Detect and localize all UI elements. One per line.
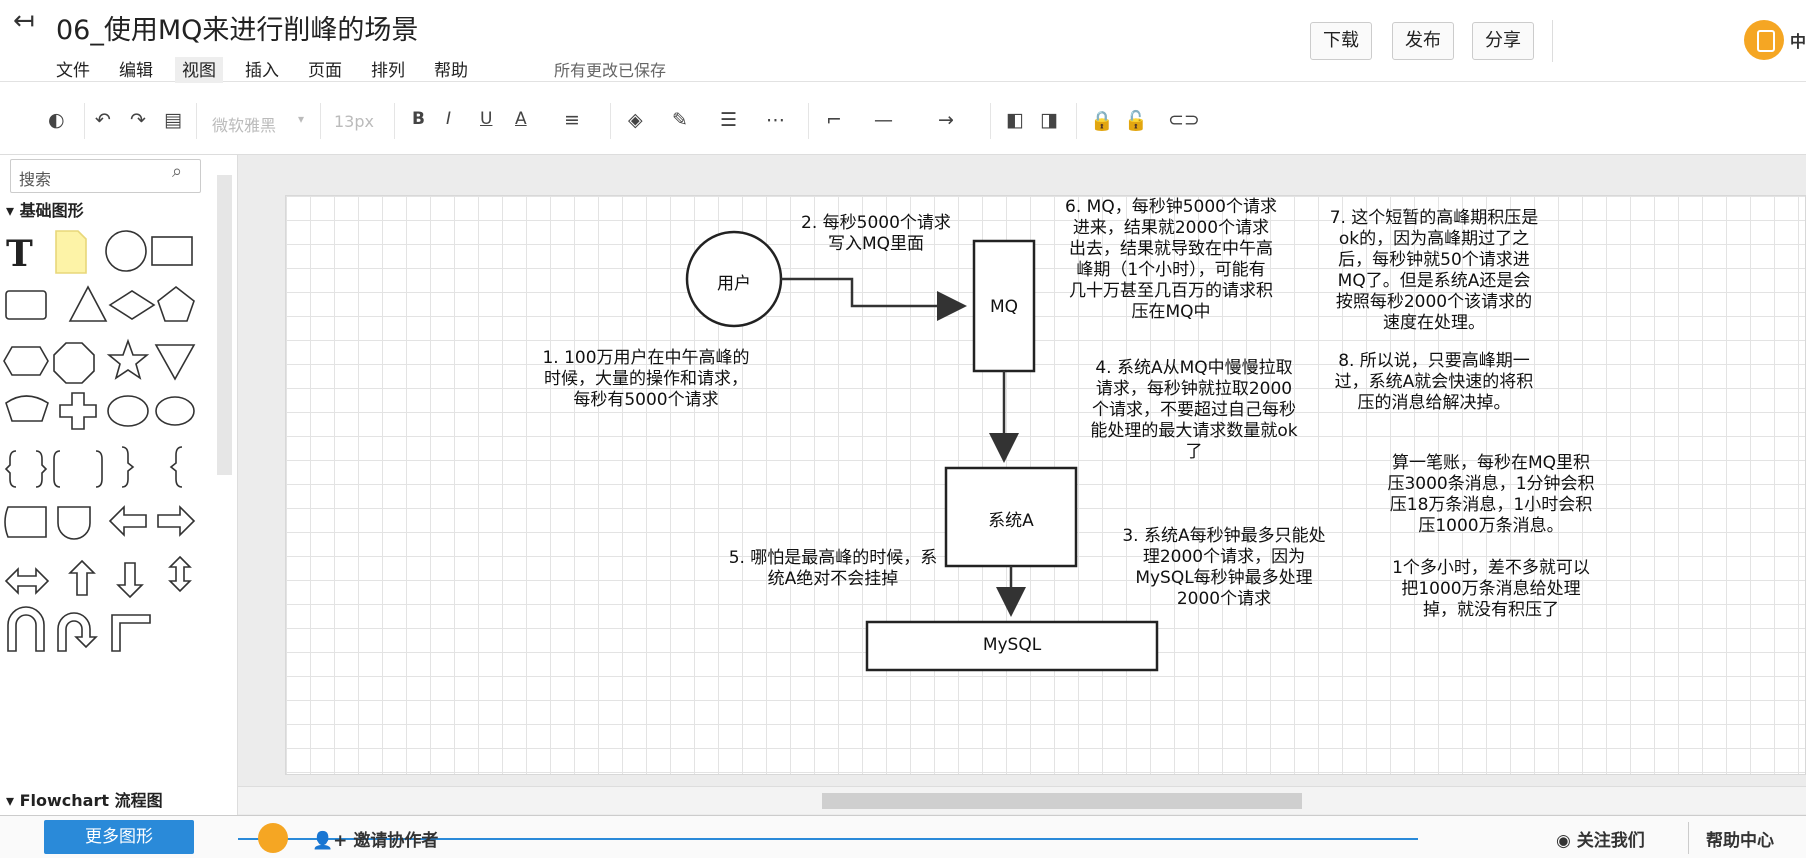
menu-edit[interactable]: 编辑 <box>119 61 153 81</box>
line-start-icon[interactable]: — <box>874 109 893 131</box>
user-to-mq-arrow[interactable] <box>781 277 967 321</box>
add-user-icon: 👤+ <box>312 831 354 851</box>
help-center-button[interactable]: 帮助中心 <box>1706 831 1774 851</box>
connector-type-icon[interactable]: ⌐ <box>826 109 842 131</box>
weibo-icon: ◉ <box>1556 831 1577 851</box>
undo-icon[interactable]: ↶ <box>95 109 111 131</box>
note-1[interactable]: 1. 100万用户在中午高峰的 时候，大量的操作和请求， 每秒有5000个请求 <box>542 348 750 410</box>
unlock-icon[interactable]: 🔓 <box>1124 110 1148 132</box>
horizontal-scroll-thumb[interactable] <box>822 793 1302 809</box>
header: ↤ 06_使用MQ来进行削峰的场景 文件 编辑 视图 插入 页面 排列 帮助 所有更改已保存… <box>0 0 1806 85</box>
menu-arrange[interactable]: 排列 <box>371 61 405 81</box>
send-back-icon[interactable]: ◨ <box>1040 109 1058 131</box>
mysql-node[interactable] <box>865 620 1159 672</box>
lock-icon[interactable]: 🔒 <box>1090 110 1114 132</box>
search-input[interactable]: 搜索 <box>10 159 201 193</box>
note-4[interactable]: 4. 系统A从MQ中慢慢拉取 请求，每秒钟就拉取2000 个请求，不要超过自己每… <box>1090 358 1298 462</box>
note-2[interactable]: 2. 每秒5000个请求 写入MQ里面 <box>801 213 951 254</box>
section-basic-shapes[interactable]: ▾ 基础图形 <box>6 201 84 220</box>
underline-button[interactable]: U <box>480 109 493 129</box>
menu-file[interactable]: 文件 <box>56 61 90 81</box>
share-button[interactable]: 分享 <box>1472 22 1534 60</box>
bottom-bar: 更多图形 👤+ 邀请协作者 ◉ 关注我们 帮助中心 <box>0 815 1806 858</box>
follow-us-button[interactable]: ◉ 关注我们 <box>1556 831 1645 851</box>
section-flowchart[interactable]: ▾ Flowchart 流程图 <box>6 791 163 810</box>
more-shapes-button[interactable]: 更多图形 <box>44 820 194 854</box>
chevron-down-icon: ▾ <box>298 112 305 126</box>
font-color-button[interactable]: A <box>515 109 527 129</box>
sidebar-scrollbar[interactable] <box>217 175 232 475</box>
format-painter-icon[interactable]: ▤ <box>164 109 182 131</box>
back-arrow-icon[interactable]: ↤ <box>13 6 35 36</box>
document-title[interactable]: 06_使用MQ来进行削峰的场景 <box>56 15 419 46</box>
note-5[interactable]: 5. 哪怕是最高峰的时候，系 统A绝对不会挂掉 <box>728 548 938 589</box>
svg-text:T: T <box>6 233 33 275</box>
user-avatar[interactable] <box>1744 20 1784 60</box>
shape-palette[interactable]: T <box>0 221 212 661</box>
mq-node-label: MQ <box>989 297 1019 317</box>
menu-page[interactable]: 页面 <box>308 61 342 81</box>
align-icon[interactable]: ≡ <box>564 109 580 131</box>
menu-help[interactable]: 帮助 <box>434 61 468 81</box>
line-style-icon[interactable]: ⋯ <box>766 109 785 131</box>
download-button[interactable]: 下载 <box>1310 22 1372 60</box>
menu-bar: 文件 编辑 视图 插入 页面 排列 帮助 <box>56 56 497 85</box>
toolbar: ◐ ↶ ↷ ▤ 微软雅黑 ▾ 13px B I U A ≡ ◈ ✎ ☰ ⋯ ⌐ … <box>0 83 1806 155</box>
diagram-connectors <box>685 230 1159 672</box>
mq-node[interactable] <box>972 239 1036 373</box>
menu-view[interactable]: 视图 <box>175 57 223 85</box>
font-family-select[interactable]: 微软雅黑 <box>212 116 277 135</box>
search-icon[interactable]: ⌕ <box>172 161 183 182</box>
fill-color-icon[interactable]: ◈ <box>628 109 643 131</box>
diagram-page[interactable]: 用户 MQ 系统A MySQL 1. 100万用户在中午高峰的 时候，大量的操作… <box>285 195 1806 775</box>
horizontal-scrollbar[interactable] <box>238 786 1806 814</box>
bring-front-icon[interactable]: ◧ <box>1006 109 1024 131</box>
user-node-label: 用户 <box>717 274 751 294</box>
bold-button[interactable]: B <box>412 109 425 129</box>
menu-insert[interactable]: 插入 <box>245 61 279 81</box>
save-status: 所有更改已保存 <box>554 61 667 80</box>
note-3[interactable]: 3. 系统A每秒钟最多只能处 理2000个请求，因为 MySQL每秒钟最多处理 … <box>1122 526 1326 609</box>
shape-sidebar: 搜索 ⌕ ▾ 基础图形 T <box>0 155 238 815</box>
line-width-icon[interactable]: ☰ <box>720 109 738 131</box>
note-6[interactable]: 6. MQ，每秒钟5000个请求 进来，结果就2000个请求 出去，结果就导致在… <box>1065 197 1277 322</box>
progress-line <box>238 838 1418 840</box>
line-color-icon[interactable]: ✎ <box>672 109 688 131</box>
invite-collaborator-button[interactable]: 👤+ 邀请协作者 <box>312 831 439 851</box>
publish-button[interactable]: 发布 <box>1392 22 1454 60</box>
link-icon[interactable]: ⊂⊃ <box>1168 109 1200 131</box>
italic-button[interactable]: I <box>446 109 452 129</box>
user-name[interactable]: 中 <box>1790 32 1806 51</box>
font-size-select[interactable]: 13px <box>334 112 374 131</box>
note-7[interactable]: 7. 这个短暂的高峰期积压是 ok的，因为高峰期过了之 后，每秒钟就50个请求进… <box>1329 208 1539 333</box>
collaborator-avatar <box>258 823 288 853</box>
note-9[interactable]: 算一笔账，每秒在MQ里积 压3000条消息，1分钟会积 压18万条消息，1小时会… <box>1387 453 1595 620</box>
system-a-node-label: 系统A <box>988 511 1034 531</box>
line-end-arrow-icon[interactable]: → <box>938 109 954 131</box>
format-panel-icon[interactable]: ◐ <box>48 109 65 131</box>
redo-icon[interactable]: ↷ <box>130 109 146 131</box>
note-8[interactable]: 8. 所以说，只要高峰期一 过，系统A就会快速的将积 压的消息给解决掉。 <box>1334 351 1534 413</box>
mysql-node-label: MySQL <box>982 635 1042 655</box>
